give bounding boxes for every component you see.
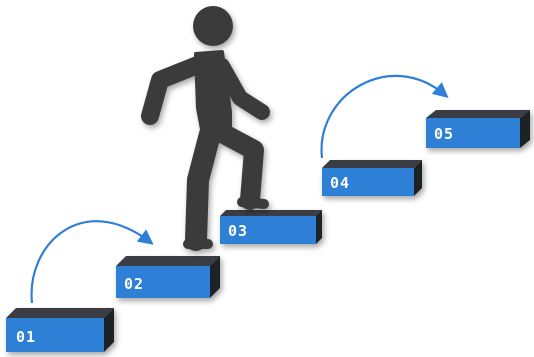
- curved-arrow-icon: [30, 220, 154, 304]
- step-label: 05: [434, 125, 454, 143]
- step-05: 05: [426, 110, 530, 148]
- step-04: 04: [322, 160, 422, 196]
- step-02: 02: [116, 256, 220, 298]
- step-label: 04: [330, 174, 350, 192]
- step-03: 03: [220, 210, 322, 244]
- curved-arrow-icon: [320, 74, 449, 159]
- step-01: 01: [6, 308, 114, 352]
- step-label: 03: [228, 222, 248, 240]
- step-label: 01: [16, 328, 36, 346]
- person-climbing-stairs-icon: [141, 6, 270, 251]
- step-label: 02: [124, 275, 144, 293]
